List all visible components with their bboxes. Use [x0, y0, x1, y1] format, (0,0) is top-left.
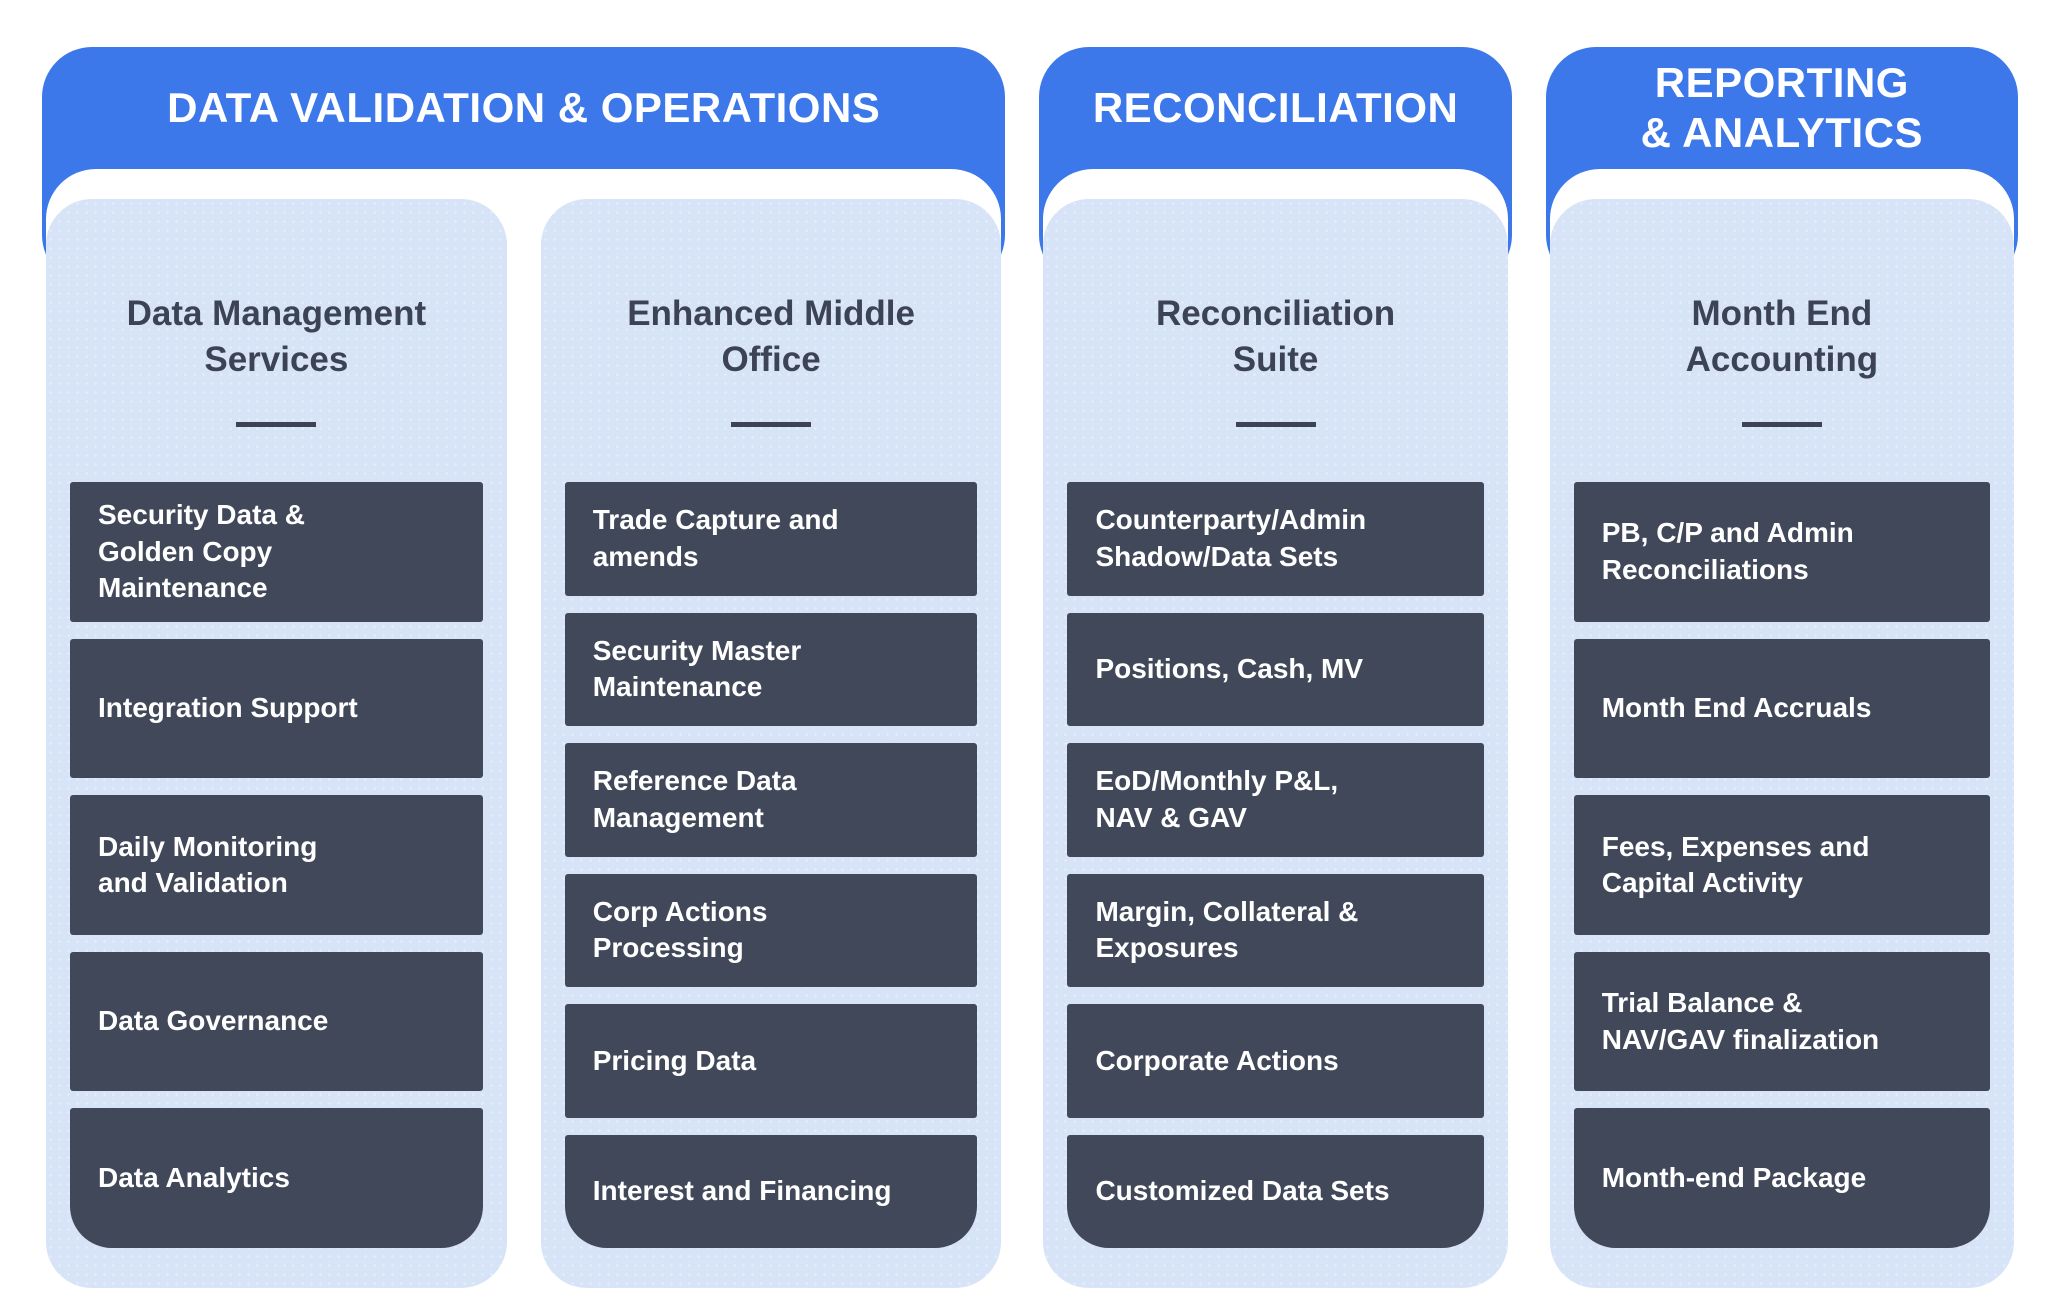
service-card: Integration Support: [70, 638, 483, 779]
service-card: Interest and Financing: [564, 1134, 978, 1248]
card-label: Interest and Financing: [592, 1175, 892, 1207]
service-card: Corporate Actions: [1067, 1004, 1484, 1118]
panel-title: Data Management Services: [126, 294, 427, 379]
card-label: Security Master Maintenance: [592, 634, 802, 703]
group-header-bar: REPORTING & ANALYTICS: [1546, 47, 2018, 169]
card-label: Security Data & Golden Copy Maintenance: [98, 499, 305, 603]
group-title: RECONCILIATION: [1092, 84, 1459, 132]
panel-title: Reconciliation Suite: [1155, 294, 1396, 379]
card-label: Data Analytics: [98, 1161, 290, 1193]
service-card: Data Governance: [70, 951, 483, 1092]
service-card: Fees, Expenses and Capital Activity: [1573, 795, 1991, 935]
card-label: Counterparty/Admin Shadow/Data Sets: [1095, 504, 1367, 572]
card-label: Positions, Cash, MV: [1095, 653, 1364, 685]
card-label: Corporate Actions: [1095, 1044, 1339, 1076]
group-body: Data Management Services Security Data &…: [46, 169, 1002, 1308]
service-card: Trial Balance & NAV/GAV finalization: [1573, 951, 1991, 1092]
panel-title: Month End Accounting: [1685, 294, 1879, 379]
card-label: Month-end Package: [1601, 1161, 1867, 1193]
card-label: PB, C/P and Admin Reconciliations: [1601, 517, 1854, 585]
service-card: Security Data & Golden Copy Maintenance: [70, 482, 483, 622]
divider: [236, 422, 317, 427]
group-title: DATA VALIDATION & OPERATIONS: [167, 84, 881, 132]
card-label: Daily Monitoring and Validation: [98, 830, 318, 898]
card-label: Data Governance: [98, 1005, 329, 1037]
column-month-end-accounting: Month End Accounting PB, C/P and Admin R…: [1549, 199, 2015, 1288]
service-card: PB, C/P and Admin Reconciliations: [1573, 482, 1991, 622]
card-label: Fees, Expenses and Capital Activity: [1601, 830, 1870, 898]
card-list: Counterparty/Admin Shadow/Data Sets Posi…: [1043, 482, 1507, 1288]
column-enhanced-middle-office: Enhanced Middle Office Trade Capture and…: [540, 199, 1002, 1288]
card-label: Corp Actions Processing: [592, 895, 768, 964]
group-header-bar: RECONCILIATION: [1039, 47, 1511, 169]
group-reporting-analytics: REPORTING & ANALYTICS Month End Accounti…: [1545, 47, 2019, 1308]
service-card: Pricing Data: [564, 1004, 978, 1118]
card-label: EoD/Monthly P&L, NAV & GAV: [1095, 765, 1339, 833]
group-data-validation-operations: DATA VALIDATION & OPERATIONS Data Manage…: [42, 47, 1006, 1308]
divider: [731, 422, 812, 427]
card-label: Pricing Data: [592, 1044, 757, 1076]
card-list: Security Data & Golden Copy Maintenance …: [46, 482, 507, 1288]
card-label: Reference Data Management: [592, 765, 797, 833]
group-body: Reconciliation Suite Counterparty/Admin …: [1043, 169, 1508, 1308]
card-list: Trade Capture and amends Security Master…: [541, 482, 1002, 1288]
service-card: Security Master Maintenance: [564, 612, 978, 726]
service-card: Positions, Cash, MV: [1067, 612, 1484, 726]
divider: [1741, 422, 1822, 427]
card-label: Trade Capture and amends: [592, 504, 839, 572]
group-body: Month End Accounting PB, C/P and Admin R…: [1549, 169, 2015, 1308]
panel-title: Enhanced Middle Office: [627, 294, 915, 379]
service-card: EoD/Monthly P&L, NAV & GAV: [1067, 743, 1484, 857]
group-header-bar: DATA VALIDATION & OPERATIONS: [42, 47, 1005, 169]
card-label: Customized Data Sets: [1095, 1175, 1390, 1207]
service-card: Month End Accruals: [1573, 638, 1991, 779]
service-card: Daily Monitoring and Validation: [70, 795, 483, 935]
service-card: Customized Data Sets: [1067, 1134, 1484, 1248]
column-data-management-services: Data Management Services Security Data &…: [46, 199, 507, 1288]
service-card: Counterparty/Admin Shadow/Data Sets: [1067, 482, 1484, 596]
card-label: Integration Support: [98, 692, 358, 724]
group-title: REPORTING & ANALYTICS: [1640, 59, 1924, 156]
group-reconciliation: RECONCILIATION Reconciliation Suite Coun…: [1039, 47, 1512, 1308]
service-card: Data Analytics: [70, 1108, 483, 1248]
service-card: Reference Data Management: [564, 743, 978, 857]
card-label: Trial Balance & NAV/GAV finalization: [1601, 987, 1880, 1055]
card-label: Margin, Collateral & Exposures: [1095, 895, 1359, 964]
card-list: PB, C/P and Admin Reconciliations Month …: [1550, 482, 2014, 1288]
service-card: Trade Capture and amends: [564, 482, 978, 596]
groups-row: DATA VALIDATION & OPERATIONS Data Manage…: [42, 47, 2019, 1308]
service-card: Corp Actions Processing: [564, 873, 978, 987]
column-reconciliation-suite: Reconciliation Suite Counterparty/Admin …: [1043, 199, 1508, 1288]
card-label: Month End Accruals: [1601, 692, 1872, 724]
service-card: Margin, Collateral & Exposures: [1067, 873, 1484, 987]
service-card: Month-end Package: [1573, 1108, 1991, 1248]
divider: [1235, 422, 1316, 427]
